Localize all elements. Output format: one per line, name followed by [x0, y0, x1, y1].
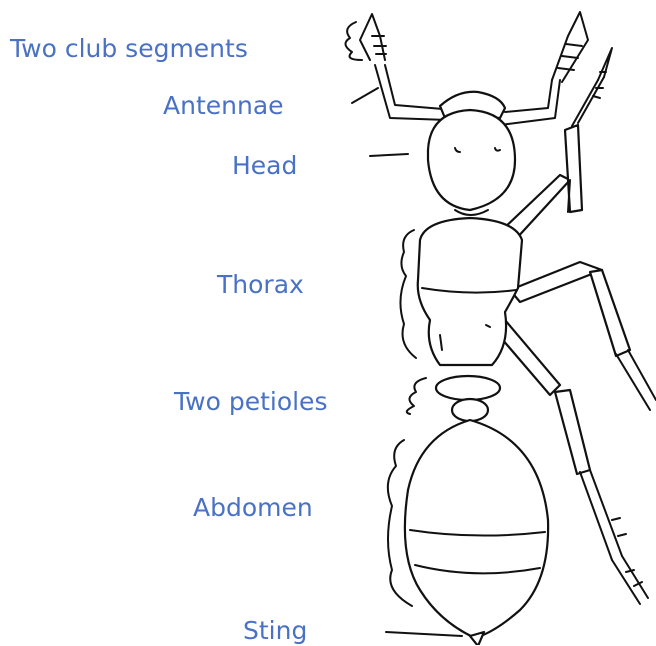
- petioles-bracket: [407, 378, 426, 414]
- sting-leader: [386, 632, 462, 636]
- head-leader: [370, 154, 408, 156]
- label-antennae: Antennae: [163, 91, 284, 121]
- antennae-leader: [352, 88, 378, 103]
- label-two-petioles: Two petioles: [174, 387, 327, 417]
- label-abdomen: Abdomen: [193, 493, 313, 523]
- label-head: Head: [232, 151, 297, 181]
- label-two-club-segments: Two club segments: [10, 34, 248, 64]
- thorax-bracket: [400, 230, 416, 358]
- ant-petioles: [436, 376, 500, 421]
- label-thorax: Thorax: [217, 270, 304, 300]
- ant-head: [428, 92, 515, 215]
- label-sting: Sting: [243, 616, 307, 646]
- ant-abdomen: [405, 420, 548, 638]
